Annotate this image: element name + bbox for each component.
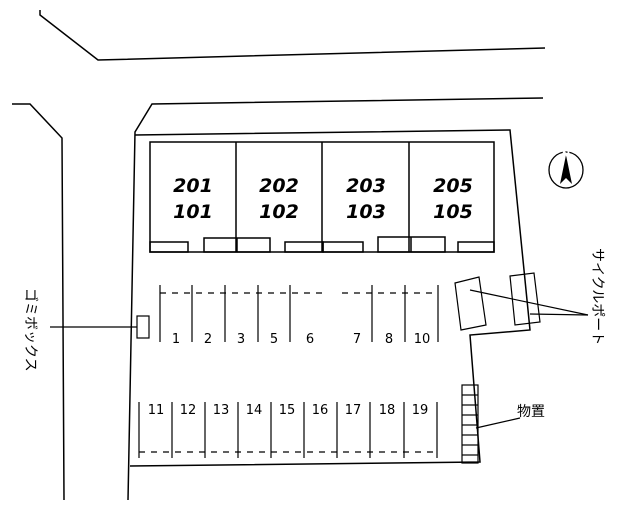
unit-upper-label: 202 <box>259 175 299 197</box>
site-boundary <box>129 129 531 467</box>
cycle-port <box>454 272 589 331</box>
unit-upper-label: 205 <box>433 175 473 197</box>
parking-row-lower <box>138 402 438 458</box>
garbage-box-label: ゴミボックス <box>22 288 39 372</box>
parking-space-number: 2 <box>204 332 212 347</box>
parking-space-number: 10 <box>414 332 431 347</box>
parking-space-number: 5 <box>270 332 278 347</box>
unit-upper-label: 203 <box>346 175 386 197</box>
north-label: N <box>562 150 570 161</box>
cycle-port-label: サイクルポート <box>589 248 605 345</box>
unit-labels: 201 101 202 102 203 103 205 105 <box>173 175 473 223</box>
parking-row-upper-numbers: 1 2 3 5 6 7 8 10 <box>172 332 430 347</box>
parking-row-lower-numbers: 11 12 13 14 15 16 17 18 19 <box>148 403 429 418</box>
unit-lower-label: 102 <box>259 201 299 223</box>
unit-upper-label: 201 <box>173 175 213 197</box>
parking-space-number: 12 <box>180 403 197 418</box>
parking-space-number: 17 <box>345 403 362 418</box>
parking-space-number: 13 <box>213 403 230 418</box>
parking-space-number: 16 <box>312 403 329 418</box>
parking-space-number: 7 <box>353 332 361 347</box>
parking-space-number: 15 <box>279 403 296 418</box>
parking-space-number: 14 <box>246 403 263 418</box>
building <box>149 141 495 253</box>
parking-space-number: 18 <box>379 403 396 418</box>
parking-space-number: 19 <box>412 403 429 418</box>
unit-lower-label: 101 <box>173 201 213 223</box>
parking-space-number: 1 <box>172 332 180 347</box>
storage-shed <box>461 384 521 464</box>
unit-lower-label: 103 <box>346 201 386 223</box>
parking-space-number: 8 <box>385 332 393 347</box>
road-lines <box>12 10 546 501</box>
garbage-box <box>50 315 150 339</box>
parking-space-number: 11 <box>148 403 165 418</box>
north-arrow-icon: N <box>548 150 584 189</box>
parking-space-number: 6 <box>306 332 314 347</box>
storage-label: 物置 <box>517 404 545 420</box>
parking-space-number: 3 <box>237 332 245 347</box>
unit-lower-label: 105 <box>433 201 473 223</box>
parking-row-upper <box>159 285 439 342</box>
